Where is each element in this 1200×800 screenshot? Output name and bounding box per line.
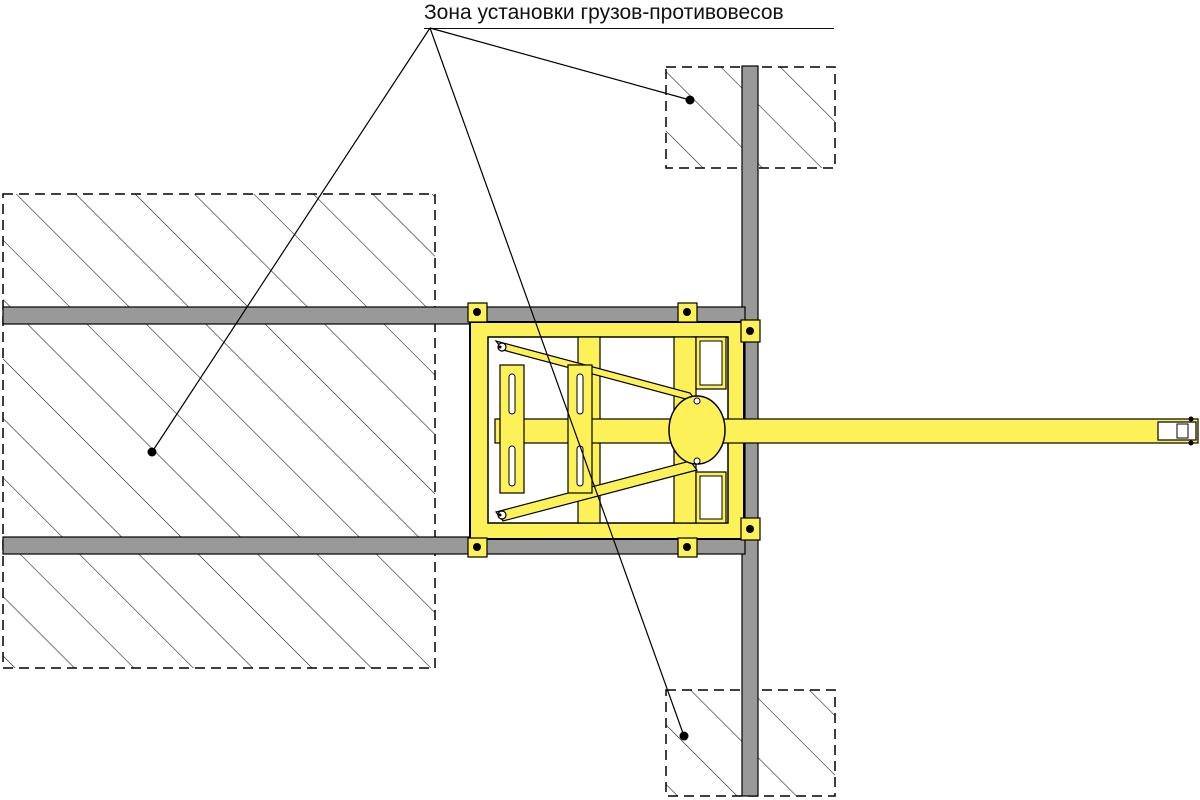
counterweight-zone-caption: Зона установки грузов-противовесов <box>424 0 834 29</box>
clamp-brackets <box>467 302 761 558</box>
leader-dots <box>147 95 695 741</box>
outrigger-bottom-left <box>2 536 471 555</box>
leader-lines <box>151 27 691 737</box>
pin-joints <box>497 342 507 520</box>
outrigger-top-left <box>2 306 471 325</box>
counterweight-zone-left <box>2 193 436 669</box>
pivot-hub <box>668 395 726 465</box>
slotted-plates <box>499 364 593 494</box>
boom-arm <box>494 416 1199 446</box>
